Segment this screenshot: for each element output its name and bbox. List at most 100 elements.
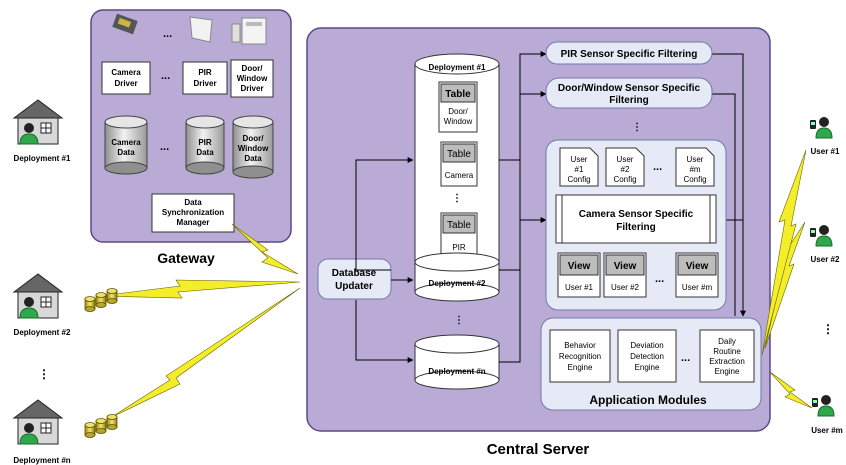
table-pir-name: PIR bbox=[452, 243, 466, 252]
door-window-data-cylinder: Door/ Window Data bbox=[232, 115, 274, 179]
pir-data-line1: PIR bbox=[198, 138, 212, 147]
user-1-view: View User #1 bbox=[557, 252, 601, 298]
user-m-config-l2: #m bbox=[689, 165, 700, 174]
deviation-l2: Detection bbox=[630, 352, 664, 361]
daily-l4: Engine bbox=[715, 367, 740, 376]
user-2-caption: User #2 bbox=[811, 255, 840, 264]
camera-data-line1: Camera bbox=[111, 138, 141, 147]
table-header-camera: Table bbox=[447, 149, 471, 160]
behavior-l1: Behavior bbox=[564, 341, 596, 350]
camera-data-line2: Data bbox=[117, 148, 135, 157]
deployment-n-house: Deployment #n bbox=[13, 399, 118, 465]
camera-filter-box: Camera Sensor Specific Filtering bbox=[555, 194, 717, 244]
data-sync-manager-box: Data Synchronization Manager bbox=[151, 193, 235, 233]
pir-filter-box: PIR Sensor Specific Filtering bbox=[545, 41, 713, 65]
device-ellipsis: ... bbox=[163, 28, 172, 40]
user-1-config-l3: Config bbox=[567, 175, 590, 184]
deployment-n-label: Deployment #n bbox=[428, 367, 485, 376]
view-1-header: View bbox=[568, 261, 591, 272]
user-m-config-l3: Config bbox=[683, 175, 706, 184]
user-m-view: View User #m bbox=[675, 252, 719, 298]
deployment-2-database: Deployment #2 bbox=[414, 252, 500, 302]
pir-driver-line2: Driver bbox=[193, 79, 216, 88]
deployment-2-house: Deployment #2 bbox=[13, 273, 118, 337]
pir-driver-line1: PIR bbox=[198, 68, 212, 77]
view-1-user: User #1 bbox=[565, 283, 594, 292]
table-door-line1: Door/ bbox=[448, 107, 468, 116]
pir-data-line2: Data bbox=[196, 148, 214, 157]
pir-table: Table PIR bbox=[440, 212, 478, 258]
application-modules-title: Application Modules bbox=[589, 393, 707, 407]
driver-ellipsis: ... bbox=[161, 70, 170, 82]
user-1-caption: User #1 bbox=[811, 147, 840, 156]
table-door-line2: Window bbox=[444, 117, 473, 126]
daily-l3: Extraction bbox=[709, 357, 745, 366]
door-data-line2: Window bbox=[238, 144, 269, 153]
user-2-config-l3: Config bbox=[613, 175, 636, 184]
user-1-icon: User #1 bbox=[809, 116, 840, 156]
pir-device-icon bbox=[189, 16, 213, 43]
behavior-l2: Recognition bbox=[559, 352, 601, 361]
camera-driver-line2: Driver bbox=[114, 79, 137, 88]
user-vertical-ellipsis: ⋮ bbox=[822, 322, 834, 336]
view-m-user: User #m bbox=[682, 283, 713, 292]
door-driver-line2: Window bbox=[237, 74, 268, 83]
user-1-config-l2: #1 bbox=[575, 165, 584, 174]
user-m-config: User #m Config bbox=[675, 147, 715, 187]
engine-ellipsis: ... bbox=[681, 352, 690, 364]
deployment-n-database: Deployment #n bbox=[414, 334, 500, 390]
deployment-2-label: Deployment #2 bbox=[429, 279, 486, 288]
daily-l1: Daily bbox=[718, 337, 736, 346]
view-2-header: View bbox=[614, 261, 637, 272]
door-filter-line2: Filtering bbox=[609, 95, 648, 106]
db-updater-line2: Updater bbox=[335, 281, 373, 292]
pir-driver-box: PIR Driver bbox=[182, 61, 228, 95]
gateway-title: Gateway bbox=[157, 250, 215, 266]
table-header-pir: Table bbox=[447, 220, 471, 231]
view-2-user: User #2 bbox=[611, 283, 640, 292]
user-1-config-l1: User bbox=[571, 155, 588, 164]
door-data-line1: Door/ bbox=[243, 134, 265, 143]
config-ellipsis: ... bbox=[653, 161, 662, 173]
wireless-link-lightning bbox=[99, 149, 813, 419]
deployment-1-label: Deployment #1 bbox=[429, 63, 486, 72]
camera-filter-line2: Filtering bbox=[616, 222, 655, 233]
database-updater-box: Database Updater bbox=[317, 258, 392, 300]
deviation-detection-engine: Deviation Detection Engine bbox=[617, 329, 677, 383]
db-vertical-ellipsis: ⋮ bbox=[454, 315, 464, 326]
door-driver-line1: Door/ bbox=[242, 64, 264, 73]
central-server-title: Central Server bbox=[487, 441, 590, 458]
user-m-icon: User #m bbox=[811, 394, 843, 435]
sync-line1: Data bbox=[184, 198, 202, 207]
door-window-driver-box: Door/ Window Driver bbox=[230, 59, 274, 98]
user-2-config-l2: #2 bbox=[621, 165, 630, 174]
door-driver-line3: Driver bbox=[240, 84, 263, 93]
pir-data-cylinder: PIR Data bbox=[185, 115, 225, 175]
user-2-icon: User #2 bbox=[809, 224, 840, 264]
sync-line3: Manager bbox=[177, 218, 210, 227]
behavior-l3: Engine bbox=[568, 363, 593, 372]
view-ellipsis: ... bbox=[655, 273, 664, 285]
user-m-config-l1: User bbox=[687, 155, 704, 164]
camera-driver-box: Camera Driver bbox=[101, 61, 151, 95]
door-window-filter-box: Door/Window Sensor Specific Filtering bbox=[545, 77, 713, 109]
filter-vertical-ellipsis: ⋮ bbox=[632, 122, 642, 133]
deployment-1-house: Deployment #1 bbox=[13, 99, 71, 163]
camera-filter-line1: Camera Sensor Specific bbox=[579, 209, 694, 220]
table-header-door: Table bbox=[445, 89, 471, 100]
deployment-n-caption: Deployment #n bbox=[13, 456, 70, 465]
deviation-l1: Deviation bbox=[630, 341, 663, 350]
camera-device-icon bbox=[112, 13, 138, 35]
camera-table: Table Camera bbox=[440, 141, 478, 187]
daily-l2: Routine bbox=[713, 347, 741, 356]
sync-line2: Synchronization bbox=[162, 208, 224, 217]
pir-filter-label: PIR Sensor Specific Filtering bbox=[561, 49, 698, 60]
deviation-l3: Engine bbox=[635, 363, 660, 372]
deployment-1-caption: Deployment #1 bbox=[14, 154, 71, 163]
behavior-recognition-engine: Behavior Recognition Engine bbox=[549, 329, 611, 383]
user-2-view: View User #2 bbox=[603, 252, 647, 298]
connector-arrows bbox=[355, 51, 746, 363]
door-window-table: Table Door/ Window bbox=[438, 81, 478, 133]
camera-data-cylinder: Camera Data bbox=[104, 115, 148, 175]
